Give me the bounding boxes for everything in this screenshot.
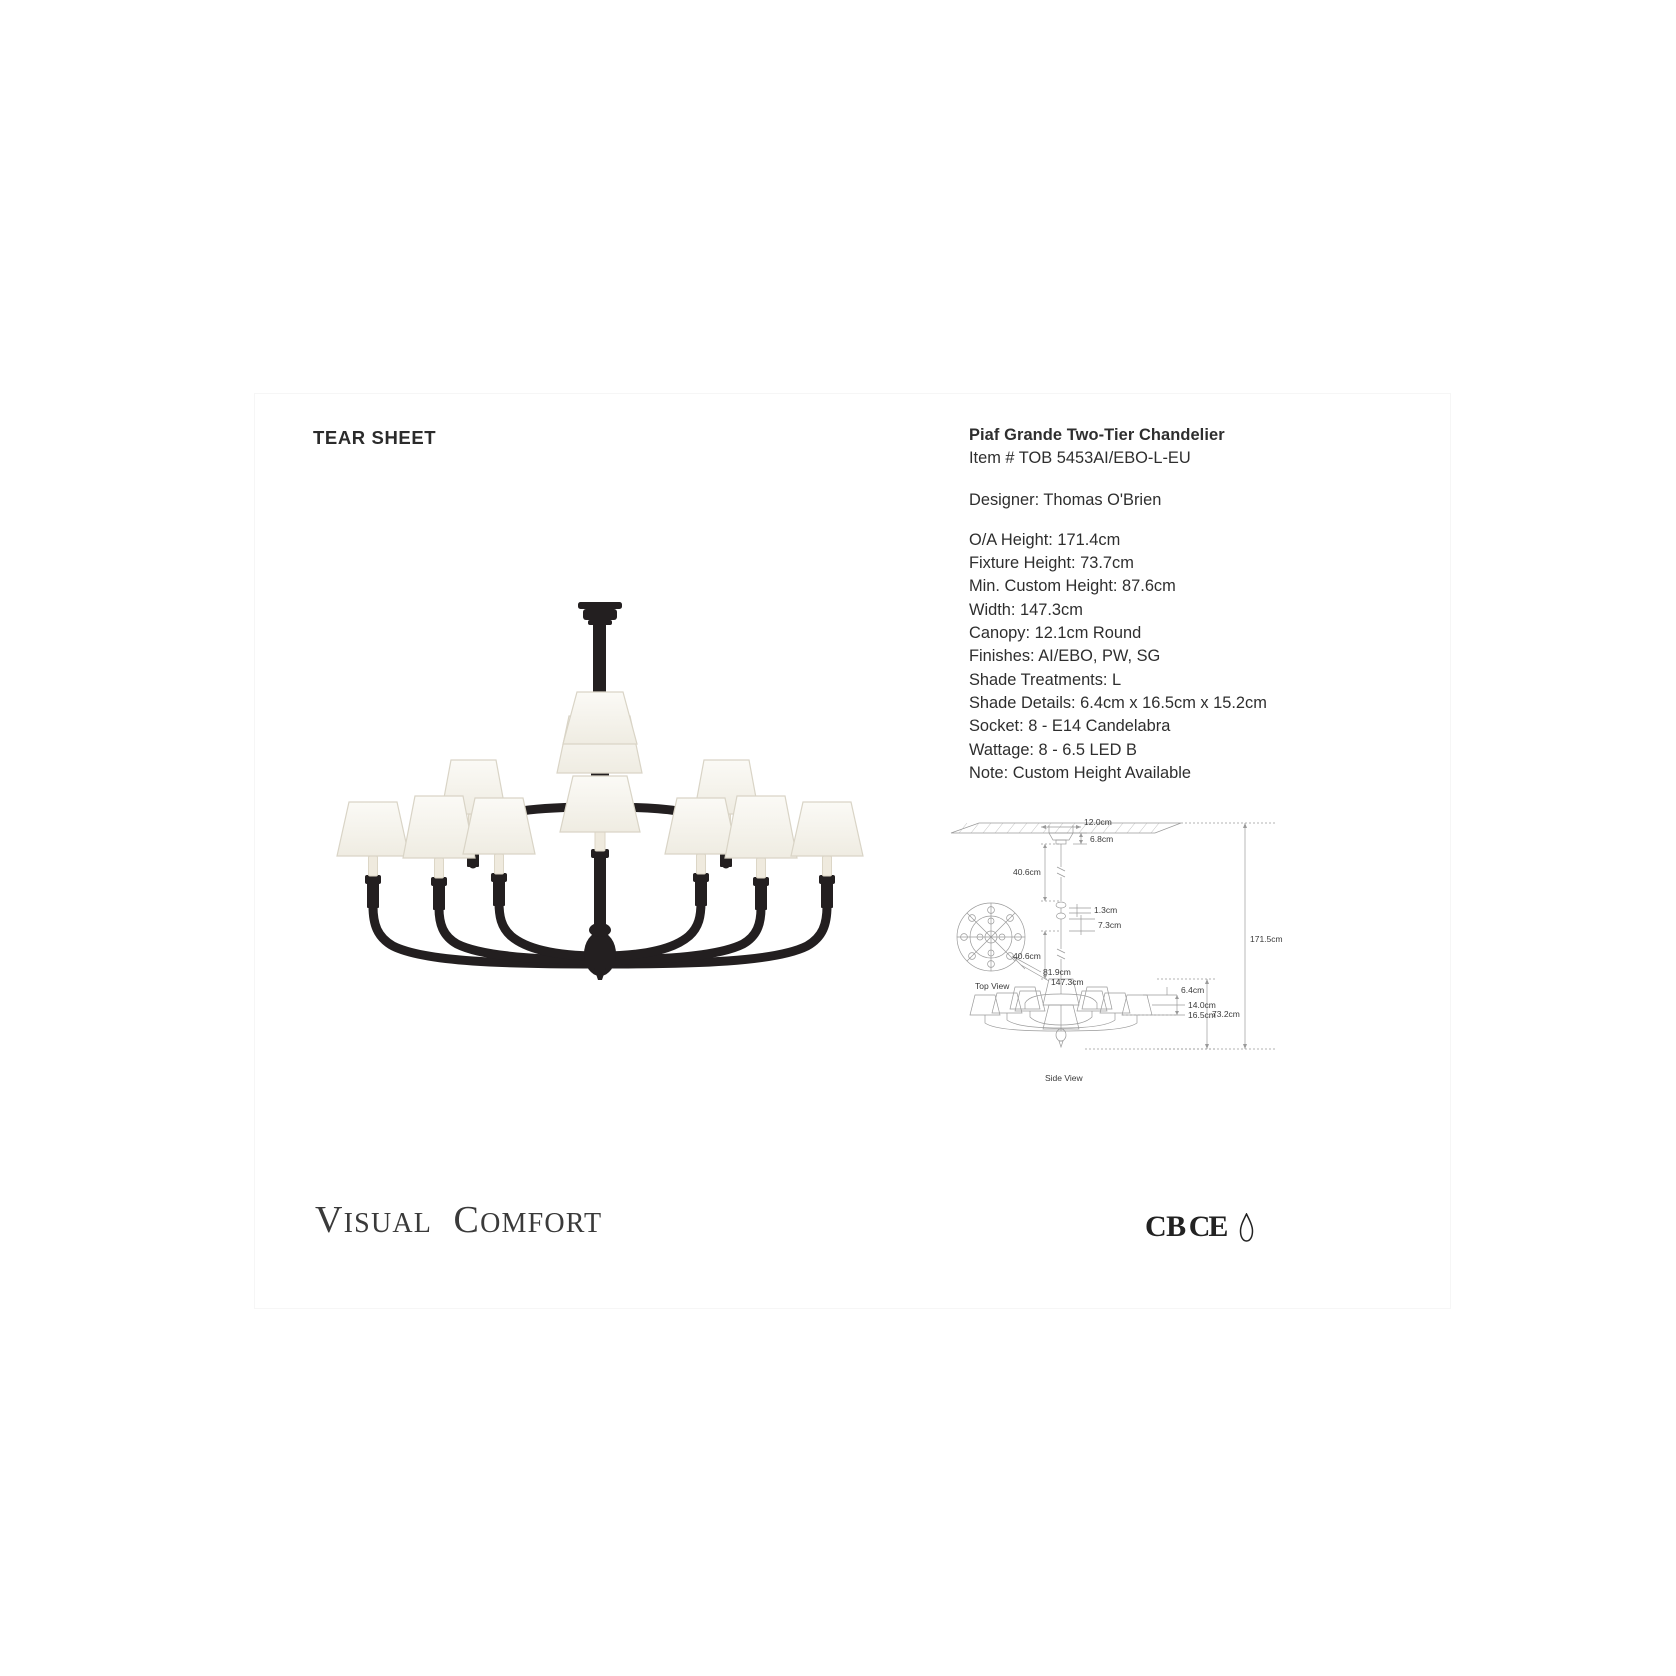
spec-line: Note: Custom Height Available — [969, 763, 1192, 782]
dim-rod-lower: 40.6cm — [1013, 951, 1041, 961]
spec-line: Canopy: 12.1cm Round — [969, 624, 1142, 643]
side-view-label: Side View — [1045, 1073, 1084, 1083]
product-spec-block: Piaf Grande Two-Tier Chandelier Item # T… — [969, 424, 1409, 785]
spec-line: Socket: 8 - E14 Candelabra — [969, 717, 1171, 736]
spec-line: Width: 147.3cm — [969, 600, 1083, 619]
dim-canopy-width: 12.0cm — [1084, 817, 1112, 827]
dim-shade-top: 6.4cm — [1181, 985, 1204, 995]
brand-word-visual-rest: ISUAL — [343, 1208, 433, 1239]
product-designer: Designer: Thomas O'Brien — [969, 490, 1162, 509]
chandelier-drawing — [336, 602, 864, 980]
spec-line: Fixture Height: 73.7cm — [969, 554, 1134, 573]
top-view-label: Top View — [975, 981, 1010, 991]
product-name: Piaf Grande Two-Tier Chandelier — [969, 426, 1225, 444]
dim-rod-upper: 40.6cm — [1013, 867, 1041, 877]
drop-icon — [1240, 1212, 1254, 1242]
dim-overall-height: 171.5cm — [1250, 934, 1283, 944]
dimension-diagram: 12.0cm 6.8cm 40.6cm 1.3cm 7.3cm 40.6cm 1… — [945, 809, 1415, 1099]
brand-word-comfort-rest: OMFORT — [480, 1208, 603, 1239]
brand-logo: VISUAL COMFORT — [315, 1198, 602, 1242]
dim-stem-small: 1.3cm — [1094, 905, 1117, 915]
dimension-diagram-svg: 12.0cm 6.8cm 40.6cm 1.3cm 7.3cm 40.6cm 1… — [950, 817, 1283, 1083]
spec-line: Finishes: AI/EBO, PW, SG — [969, 647, 1161, 666]
dim-top-outer-diameter: 147.3cm — [1051, 977, 1084, 987]
spec-line: Shade Details: 6.4cm x 16.5cm x 15.2cm — [969, 693, 1267, 712]
dim-top-inner-diameter: 81.9cm — [1043, 967, 1071, 977]
tear-sheet-page: TEAR SHEET Piaf Grande Two-Tier Chandeli… — [255, 394, 1450, 1308]
brand-word-comfort: C — [442, 1199, 481, 1241]
spec-line: O/A Height: 171.4cm — [969, 530, 1121, 549]
brand-word-visual: V — [315, 1199, 344, 1241]
ce-mark: CE — [1188, 1210, 1229, 1243]
spec-line: Min. Custom Height: 87.6cm — [969, 577, 1176, 596]
dim-stem-mid: 7.3cm — [1098, 920, 1121, 930]
dim-shade-slant: 14.0cm — [1188, 1000, 1216, 1010]
cb-mark: CB — [1145, 1210, 1186, 1243]
product-illustration — [285, 564, 925, 1064]
spec-line: Wattage: 8 - 6.5 LED B — [969, 740, 1137, 759]
dim-fixture-height: 73.2cm — [1212, 1009, 1240, 1019]
dim-canopy-height: 6.8cm — [1090, 834, 1113, 844]
certification-marks: CB CE — [1145, 1210, 1254, 1244]
spec-line: Shade Treatments: L — [969, 670, 1122, 689]
page-title: TEAR SHEET — [313, 427, 437, 448]
dim-shade-bottom: 16.5cm — [1188, 1010, 1216, 1020]
product-item-number: Item # TOB 5453AI/EBO-L-EU — [969, 449, 1191, 468]
